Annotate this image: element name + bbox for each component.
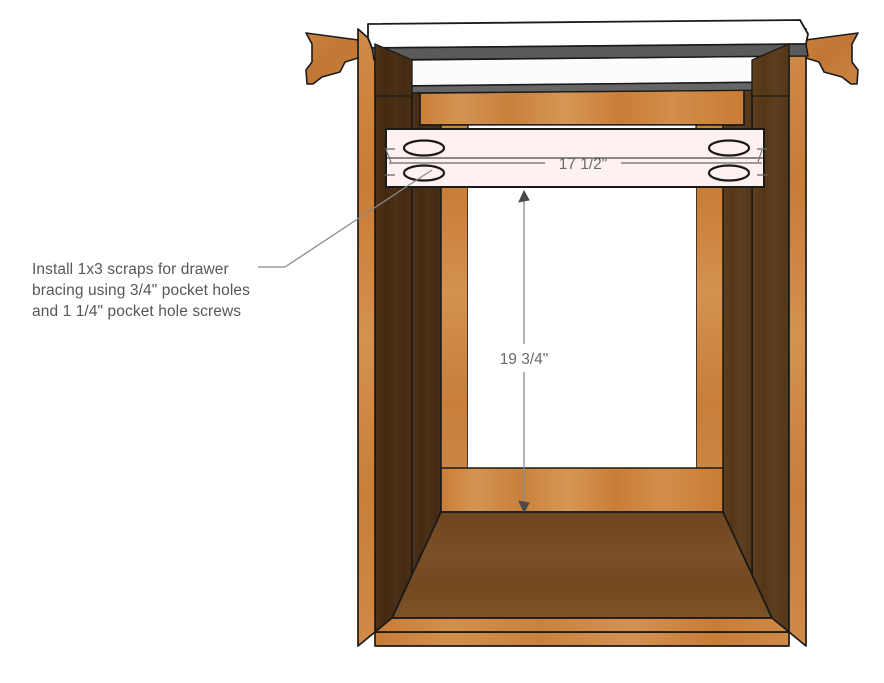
dimension-width: 17 1/2"	[385, 148, 767, 176]
face-rail-top	[419, 89, 745, 126]
pocket-hole-icon	[402, 139, 446, 157]
note-leader-line	[258, 169, 433, 268]
dimension-width-label: 17 1/2"	[559, 156, 608, 173]
bottom-front-rail	[374, 617, 790, 647]
face-rail-bottom	[440, 467, 724, 513]
pocket-hole-icon	[707, 164, 751, 182]
pocket-hole-icon	[707, 139, 751, 157]
dimension-height: 19 3/4"	[500, 189, 549, 514]
opening-white	[468, 182, 696, 470]
top-left-shadow-wedge	[374, 43, 413, 97]
dimension-height-label: 19 3/4"	[500, 351, 549, 368]
top-right-shadow-wedge	[751, 43, 790, 97]
pocket-hole-icon	[402, 164, 446, 182]
stile-left	[357, 28, 376, 647]
brace-board[interactable]	[385, 128, 765, 188]
top-trim-board	[397, 55, 790, 94]
instruction-note: Install 1x3 scraps for drawer bracing us…	[32, 261, 250, 320]
top-counter-panel	[367, 19, 809, 61]
floor-panel	[391, 511, 773, 619]
stile-right	[788, 28, 807, 647]
